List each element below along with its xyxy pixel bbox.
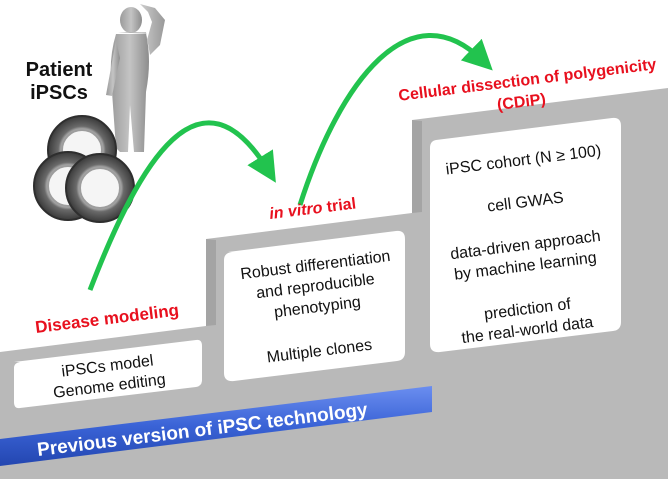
previous-version-banner bbox=[0, 386, 432, 466]
patient-label-line2: iPSCs bbox=[30, 82, 88, 104]
cdip-box: iPSC cohort (N ≥ 100) cell GWAS data-dri… bbox=[430, 117, 621, 353]
arrow-to-in-vitro bbox=[87, 120, 276, 291]
petri-dishes-icon bbox=[33, 115, 135, 223]
in-vitro-title-italic: in vitro bbox=[268, 200, 323, 223]
in-vitro-trial-title: in vitro trial bbox=[268, 195, 357, 222]
patient-person-icon bbox=[106, 4, 165, 152]
patient-label-line1: Patient bbox=[26, 59, 93, 81]
disease-modeling-box: iPSCs model Genome editing bbox=[14, 339, 202, 409]
cdip-title-line2: (CDiP) bbox=[496, 91, 547, 114]
arrow-to-cdip bbox=[297, 33, 493, 206]
in-vitro-trial-box: Robust differentiation and reproducible … bbox=[224, 230, 405, 382]
in-vitro-title-rest: trial bbox=[321, 195, 357, 216]
disease-modeling-title: Disease modeling bbox=[34, 300, 180, 336]
